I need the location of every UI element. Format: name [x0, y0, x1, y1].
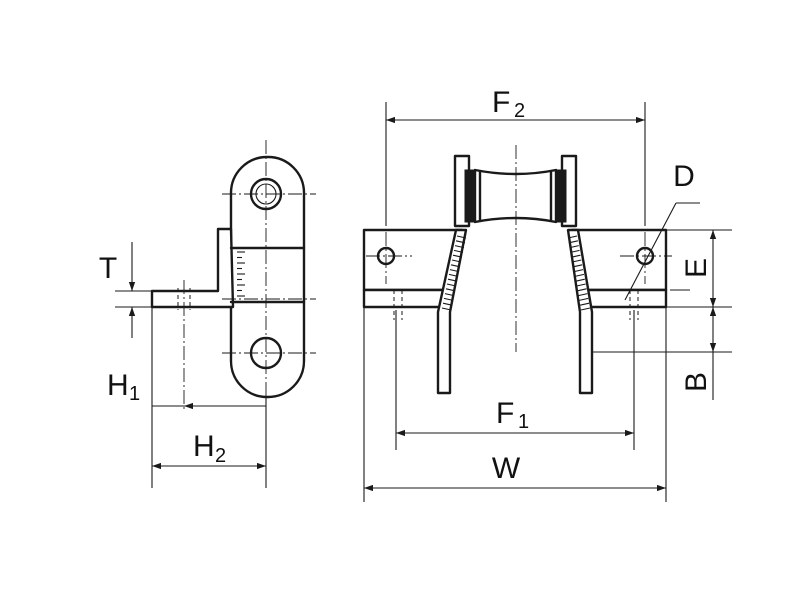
svg-text:2: 2 — [215, 445, 226, 467]
svg-text:1: 1 — [518, 411, 529, 433]
side-attachment-bracket — [150, 227, 235, 309]
dim-label-F1: F 1 — [496, 397, 529, 433]
dim-label-F2: F 2 — [492, 86, 525, 122]
svg-text:2: 2 — [514, 100, 525, 122]
dim-label-T: T — [99, 252, 117, 285]
right-link-plate — [566, 228, 594, 395]
side-view: T H 1 H 2 — [99, 140, 316, 488]
dim-label-H1: H 1 — [107, 369, 140, 405]
roller — [473, 168, 558, 224]
side-scale-ticks — [237, 251, 245, 297]
svg-text:H: H — [107, 369, 129, 402]
front-view: F 2 F 1 W D E B — [362, 86, 732, 502]
svg-text:F: F — [496, 397, 514, 430]
left-link-plate — [436, 228, 468, 395]
svg-text:H: H — [193, 430, 215, 463]
svg-text:F: F — [492, 86, 510, 119]
left-plate-hatching — [441, 235, 467, 311]
right-plate-hatching — [567, 235, 591, 311]
dim-label-W: W — [492, 452, 521, 485]
dim-label-D: D — [673, 160, 695, 193]
dim-label-H2: H 2 — [193, 430, 226, 467]
dim-label-B: B — [680, 372, 713, 392]
side-link-plate — [229, 155, 306, 399]
dim-label-E: E — [680, 258, 713, 278]
svg-text:1: 1 — [129, 383, 140, 405]
